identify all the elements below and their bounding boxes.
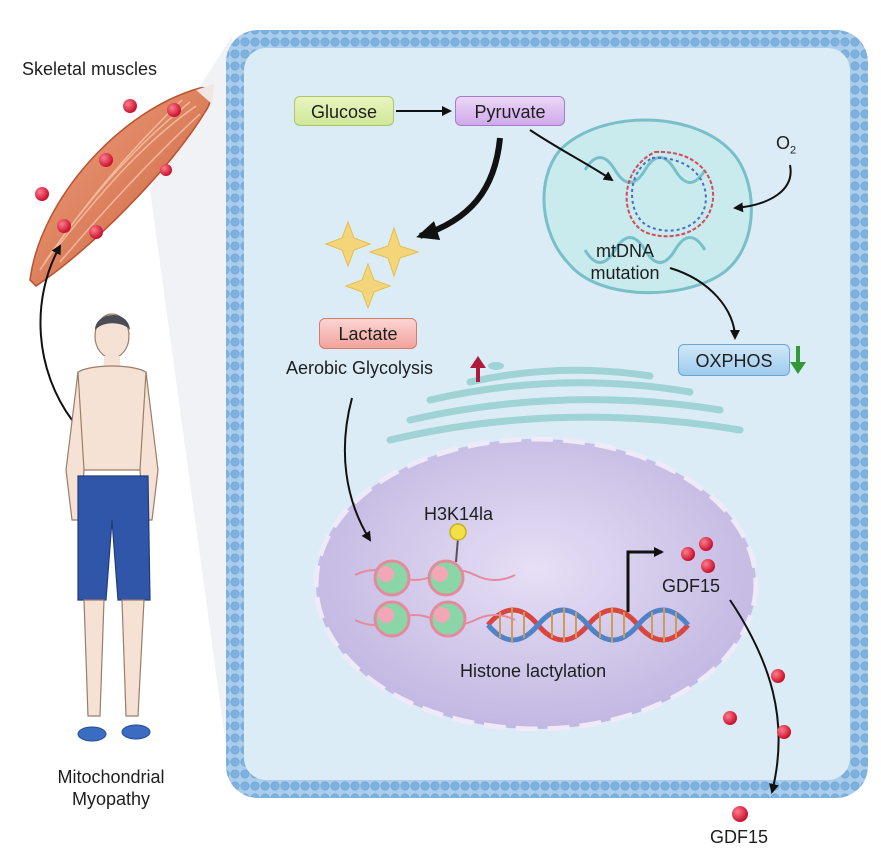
skeletal-muscles-label: Skeletal muscles bbox=[22, 59, 158, 79]
vesicle bbox=[488, 362, 504, 370]
zoom-cone bbox=[150, 36, 232, 790]
arrow-mito-oxphos bbox=[669, 267, 740, 340]
gdf15-outside-label: GDF15 bbox=[710, 827, 769, 847]
muscle-gdf15-dots bbox=[35, 99, 181, 239]
glucose-box: Glucose bbox=[294, 96, 394, 126]
mtdna-line1: mtDNA bbox=[596, 241, 654, 261]
arrow-glycolysis-histone bbox=[343, 397, 372, 542]
h3k14la-label: H3K14la bbox=[424, 504, 494, 524]
patient-figure bbox=[65, 313, 159, 742]
pyruvate-box: Pyruvate bbox=[455, 96, 565, 126]
arrow-pyruvate-mito bbox=[529, 129, 614, 182]
skeletal-muscle bbox=[29, 84, 214, 287]
down-arrow-icon bbox=[790, 346, 806, 374]
lactyl-mark bbox=[449, 523, 467, 541]
gdf15-inside-label: GDF15 bbox=[662, 576, 721, 596]
histone-lactylation-label: Histone lactylation bbox=[460, 661, 607, 681]
lactate-sparkles bbox=[324, 220, 420, 310]
up-arrow-icon bbox=[470, 356, 486, 382]
mtdna-mutation-label: mtDNA mutation bbox=[570, 240, 680, 284]
oxphos-box: OXPHOS bbox=[678, 344, 790, 376]
nucleosome bbox=[429, 600, 467, 638]
mtdna-line2: mutation bbox=[590, 263, 660, 283]
arrow-patient-muscle bbox=[39, 244, 73, 421]
o2-main: O bbox=[776, 133, 791, 153]
lactate-box: Lactate bbox=[319, 318, 417, 349]
o2-label: O2 bbox=[776, 132, 796, 162]
gdf15-dots bbox=[681, 537, 791, 822]
nucleosome bbox=[373, 559, 411, 597]
nucleosome bbox=[373, 600, 411, 638]
nucleus bbox=[313, 436, 759, 732]
arrow-pyruvate-lactate bbox=[416, 137, 503, 241]
dna-helix bbox=[486, 607, 690, 643]
aerobic-glycolysis-label: Aerobic Glycolysis bbox=[286, 358, 434, 378]
arrow-o2-mito bbox=[733, 164, 792, 213]
mito-line2: Myopathy bbox=[71, 789, 151, 809]
transcription-arrow bbox=[626, 547, 664, 612]
endoplasmic-reticulum bbox=[386, 366, 744, 444]
arrow-gdf15-secretion bbox=[729, 599, 780, 794]
nucleosome bbox=[427, 559, 465, 597]
mitochondrion bbox=[542, 118, 753, 295]
o2-subscript: 2 bbox=[790, 144, 797, 157]
nucleosomes bbox=[354, 523, 516, 638]
mitochondrial-myopathy-label: Mitochondrial Myopathy bbox=[36, 766, 186, 810]
mito-line1: Mitochondrial bbox=[57, 767, 165, 787]
